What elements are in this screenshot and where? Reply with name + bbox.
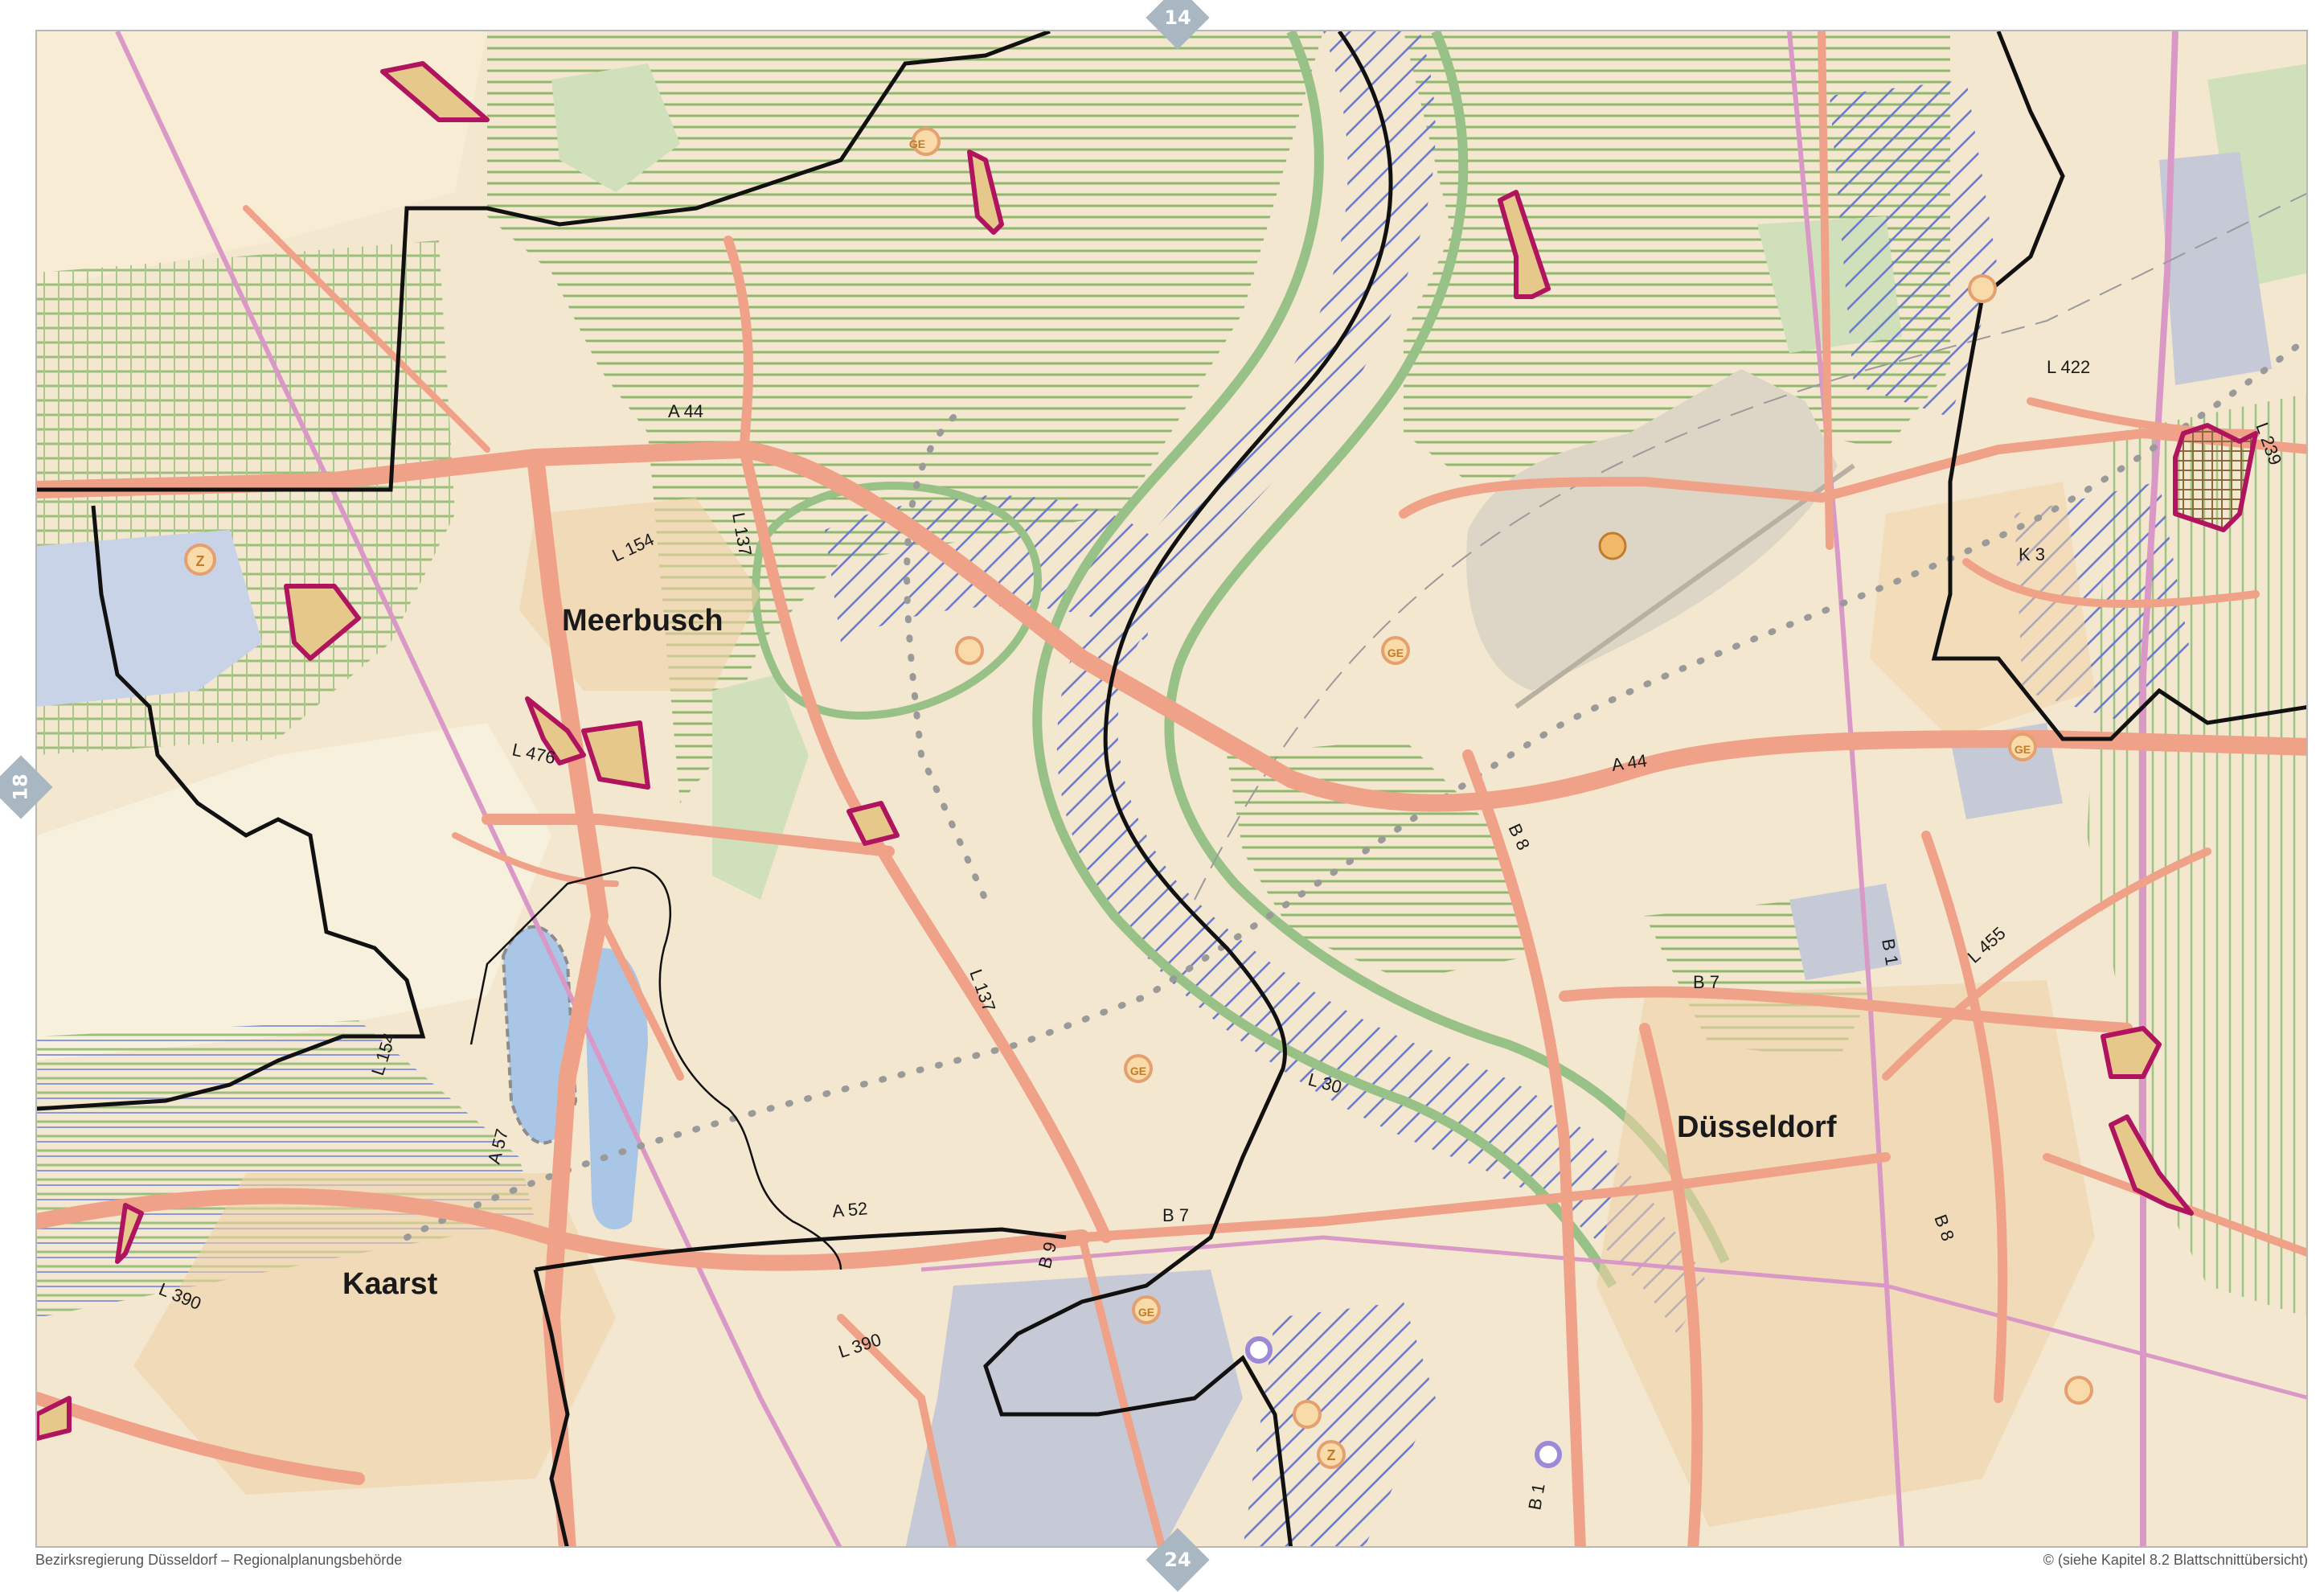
road-label: A 52	[831, 1198, 868, 1221]
industrial-ne	[2159, 152, 2272, 385]
special-area-marker	[184, 544, 216, 576]
place-label-kaarst: Kaarst	[342, 1267, 438, 1301]
place-label-meerbusch: Meerbusch	[562, 604, 723, 638]
municipal-boundary-east	[1931, 31, 2306, 741]
industrial-center	[1789, 884, 1902, 980]
rail-line	[2140, 31, 2178, 1546]
green-corridor-west-bank	[1032, 31, 1617, 1289]
airport-area	[1466, 369, 1838, 691]
municipal-boundary-a52	[535, 1227, 1067, 1272]
rail-line	[115, 31, 842, 1546]
residential-kaarst	[133, 1173, 616, 1495]
commercial-marker-label: GE	[2015, 743, 2031, 756]
dashed-boundary	[1194, 192, 2306, 901]
floodplain-south	[1243, 1302, 1436, 1546]
rail-line	[1787, 31, 1904, 1546]
sheet-number-north[interactable]: 14	[1164, 6, 1191, 29]
municipal-boundary-north	[37, 31, 1051, 492]
sheet-number-south[interactable]: 24	[1164, 1549, 1191, 1571]
planned-route-dotted-loop	[904, 414, 989, 903]
road-label: B 7	[1693, 972, 1719, 992]
special-area-marker	[1317, 1440, 1346, 1469]
residential-ne	[1870, 482, 2095, 739]
municipal-boundary-rhine	[983, 31, 1393, 1546]
road-label: A 44	[668, 401, 703, 421]
residential-meerbusch	[519, 498, 760, 691]
commercial-marker-label: GE	[909, 137, 925, 150]
sheet-number-west[interactable]: 18	[10, 773, 32, 801]
road-label: B 7	[1162, 1205, 1189, 1225]
harbor-industrial	[905, 1270, 1243, 1546]
green-corridor-loop	[752, 482, 1042, 720]
lake-west	[501, 925, 578, 1145]
road-label: L 422	[2047, 357, 2090, 377]
open-space-corridor-ne	[1404, 31, 1950, 482]
map-canvas: Meerbusch Düsseldorf Kaarst A 44 A 44 L …	[37, 31, 2306, 1546]
district-boundary-thin	[469, 866, 633, 1045]
footer-publisher: Bezirksregierung Düsseldorf – Regionalpl…	[35, 1552, 403, 1568]
residential-duesseldorf	[1596, 980, 2095, 1527]
special-marker-label: Z	[1327, 1447, 1336, 1463]
commercial-marker-label: GE	[1138, 1306, 1154, 1319]
open-land-west	[37, 723, 551, 1061]
floodplain-ne	[1830, 80, 1998, 417]
commercial-marker-label: GE	[1387, 646, 1404, 659]
map-frame: Meerbusch Düsseldorf Kaarst A 44 A 44 L …	[35, 30, 2308, 1548]
road-network	[37, 31, 2306, 1546]
place-label-duesseldorf: Düsseldorf	[1677, 1110, 1837, 1144]
airport-icon	[1598, 531, 1627, 560]
municipal-boundary-south	[533, 1269, 570, 1546]
airport-runway	[1514, 463, 1855, 709]
road-label: K 3	[2019, 544, 2045, 564]
special-marker-label: Z	[196, 553, 205, 569]
forest-patch	[551, 64, 680, 192]
forest-patch	[712, 675, 809, 900]
settlement-markers	[912, 127, 2093, 1429]
district-boundary-thin	[631, 866, 842, 1270]
commercial-marker-label: GE	[1130, 1065, 1146, 1077]
municipal-boundary-west	[37, 505, 426, 1111]
highlighted-planning-areas	[37, 61, 2258, 1441]
road-label: B 1	[1878, 938, 1902, 967]
transit-stations	[1245, 1336, 1562, 1468]
road-label: B 1	[1524, 1482, 1548, 1512]
footer-copyright: © (siehe Kapitel 8.2 Blattschnittübersic…	[2043, 1552, 2308, 1568]
road-label: A 44	[1610, 750, 1648, 775]
rail-line	[920, 1235, 2306, 1400]
